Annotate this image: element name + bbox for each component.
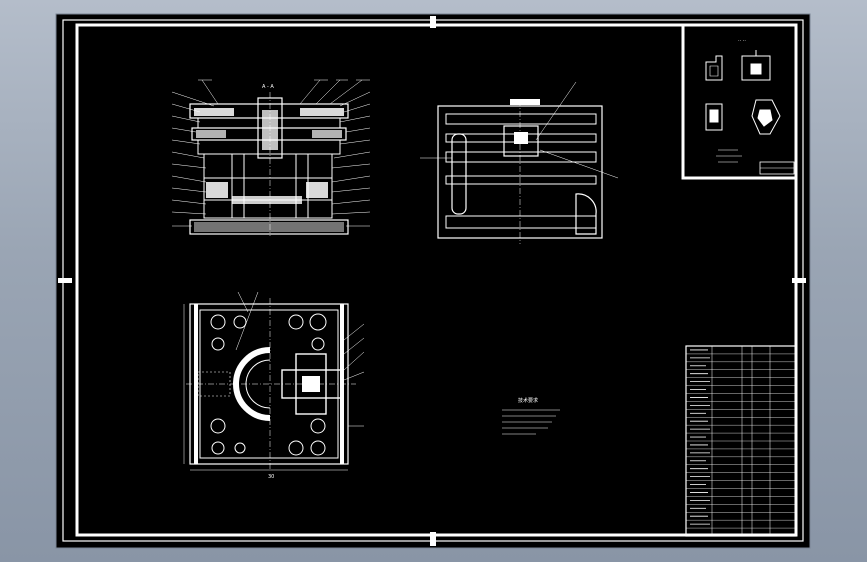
- detail-view-box: ·· ··: [681, 26, 797, 180]
- side-view: [420, 81, 619, 244]
- center-mark-icon: [58, 16, 806, 546]
- title-block: [685, 345, 797, 537]
- section-view-a-a: A - A: [171, 79, 371, 236]
- tech-notes-title: 技术要求: [518, 397, 538, 404]
- plan-view: 30: [183, 291, 365, 480]
- section-label: A - A: [262, 84, 274, 90]
- detail-title: ·· ··: [738, 38, 746, 44]
- plan-width-dim: 30: [268, 474, 274, 480]
- technical-notes: 技术要求: [502, 397, 560, 435]
- drawing-sheet: [55, 13, 811, 549]
